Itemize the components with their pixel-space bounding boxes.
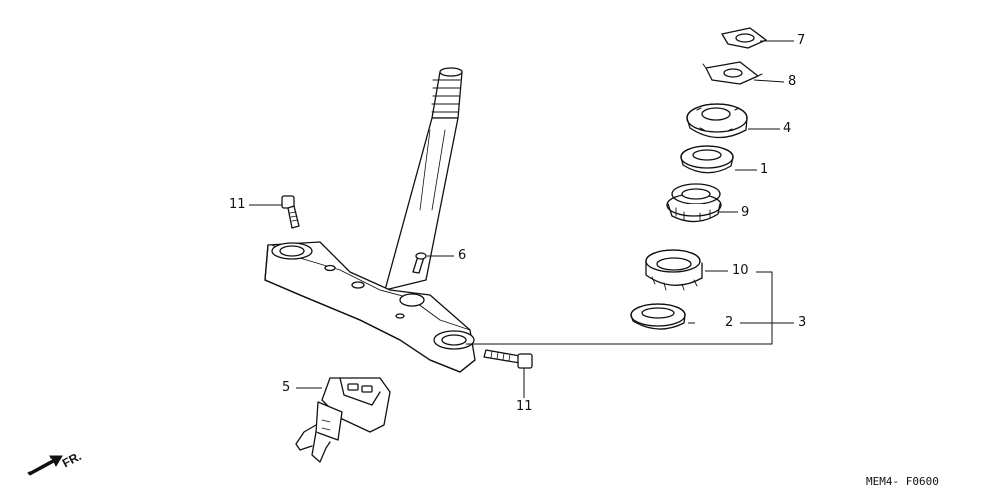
callout-11-bottom: 11 — [516, 399, 533, 414]
diagram-code: MEM4- F0600 — [866, 475, 939, 488]
bottom-cone-race-2 — [631, 304, 685, 329]
top-cone-race-1 — [681, 146, 733, 173]
callout-3: 3 — [798, 315, 807, 330]
screw-6 — [413, 253, 426, 273]
lock-washer-8 — [703, 62, 762, 84]
bolt-11-bottom — [484, 350, 532, 368]
front-direction-arrow-icon — [28, 456, 62, 475]
steering-stem-shaft — [385, 68, 462, 290]
callout-9: 9 — [741, 205, 750, 220]
lock-washer-7 — [722, 28, 766, 48]
callout-2: 2 — [725, 315, 734, 330]
lower-bearing-10 — [646, 250, 702, 290]
callout-6: 6 — [458, 248, 467, 263]
callout-11-top: 11 — [229, 197, 246, 212]
callout-10: 10 — [732, 263, 749, 278]
callout-4: 4 — [783, 121, 792, 136]
callout-8: 8 — [788, 74, 797, 89]
lower-steering-bracket — [265, 242, 475, 372]
bolt-11-top — [282, 196, 299, 228]
callout-1: 1 — [760, 162, 769, 177]
callout-5: 5 — [282, 380, 291, 395]
steering-lock-5 — [296, 378, 390, 462]
upper-bearing-9 — [667, 184, 721, 222]
callout-7: 7 — [797, 33, 806, 48]
stem-nut-4 — [687, 104, 747, 138]
leader-lines — [249, 41, 794, 398]
